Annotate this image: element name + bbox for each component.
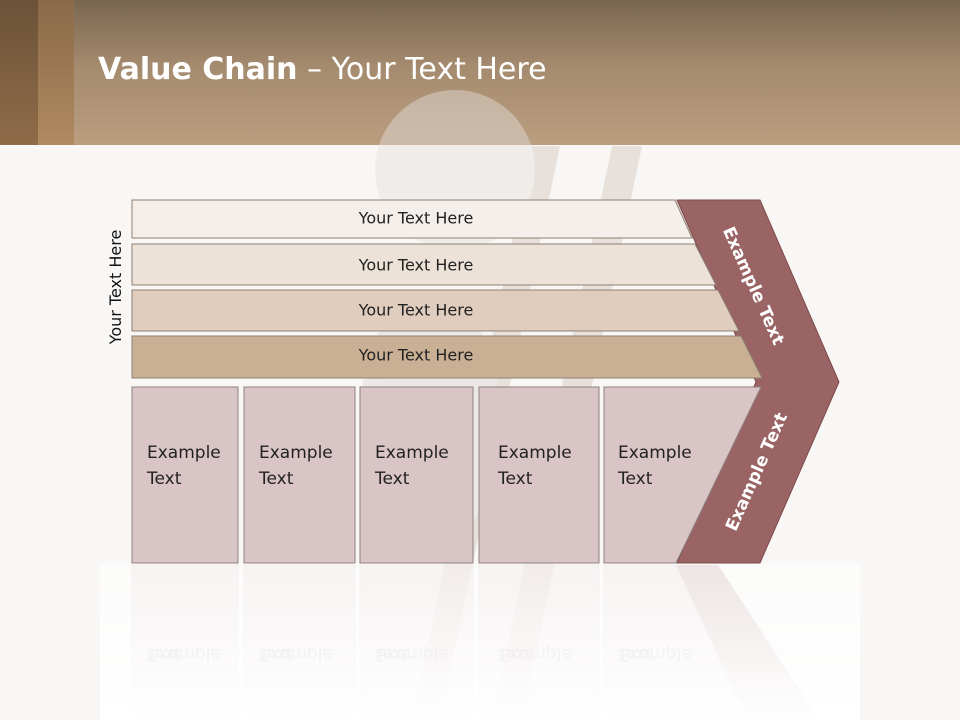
column-box bbox=[243, 386, 356, 564]
column-0: Example Text bbox=[131, 386, 239, 564]
row-0: Your Text Here bbox=[131, 199, 693, 239]
column-1: Example Text bbox=[243, 386, 356, 564]
row-3: Your Text Here bbox=[131, 335, 763, 379]
column-text-line1: Example bbox=[498, 443, 572, 463]
row-bar bbox=[131, 289, 740, 332]
column-text-line1: Example bbox=[259, 443, 333, 463]
header-banner: Value Chain – Your Text Here bbox=[0, 0, 960, 145]
row-bar bbox=[131, 243, 717, 286]
column-text-line1: Example bbox=[147, 443, 221, 463]
column-text-line2: Text bbox=[146, 469, 182, 489]
column-text-line2: Text bbox=[374, 469, 410, 489]
column-box bbox=[131, 386, 239, 564]
row-1: Your Text Here bbox=[131, 243, 717, 286]
column-3: Example Text bbox=[478, 386, 600, 564]
row-label: Your Text Here bbox=[358, 256, 474, 275]
column-box bbox=[603, 386, 762, 564]
title-bold: Value Chain bbox=[98, 52, 298, 87]
header-accent-strip bbox=[0, 0, 38, 145]
header-accent-strip bbox=[38, 0, 74, 145]
row-label: Your Text Here bbox=[358, 301, 474, 320]
reflection-fade bbox=[100, 563, 860, 720]
column-text-line2: Text bbox=[258, 469, 294, 489]
row-label: Your Text Here bbox=[358, 209, 474, 228]
row-bar bbox=[131, 199, 693, 239]
column-box bbox=[478, 386, 600, 564]
page-title: Value Chain – Your Text Here bbox=[98, 52, 547, 87]
column-text-line1: Example bbox=[618, 443, 692, 463]
row-label: Your Text Here bbox=[358, 346, 474, 365]
column-text-line1: Example bbox=[375, 443, 449, 463]
column-text-line2: Text bbox=[497, 469, 533, 489]
row-bar bbox=[131, 335, 763, 379]
column-box bbox=[359, 386, 474, 564]
column-text-line2: Text bbox=[617, 469, 653, 489]
row-2: Your Text Here bbox=[131, 289, 740, 332]
column-2: Example Text bbox=[359, 386, 474, 564]
column-4: Example Text bbox=[603, 386, 762, 564]
title-rest: – Your Text Here bbox=[297, 52, 547, 87]
